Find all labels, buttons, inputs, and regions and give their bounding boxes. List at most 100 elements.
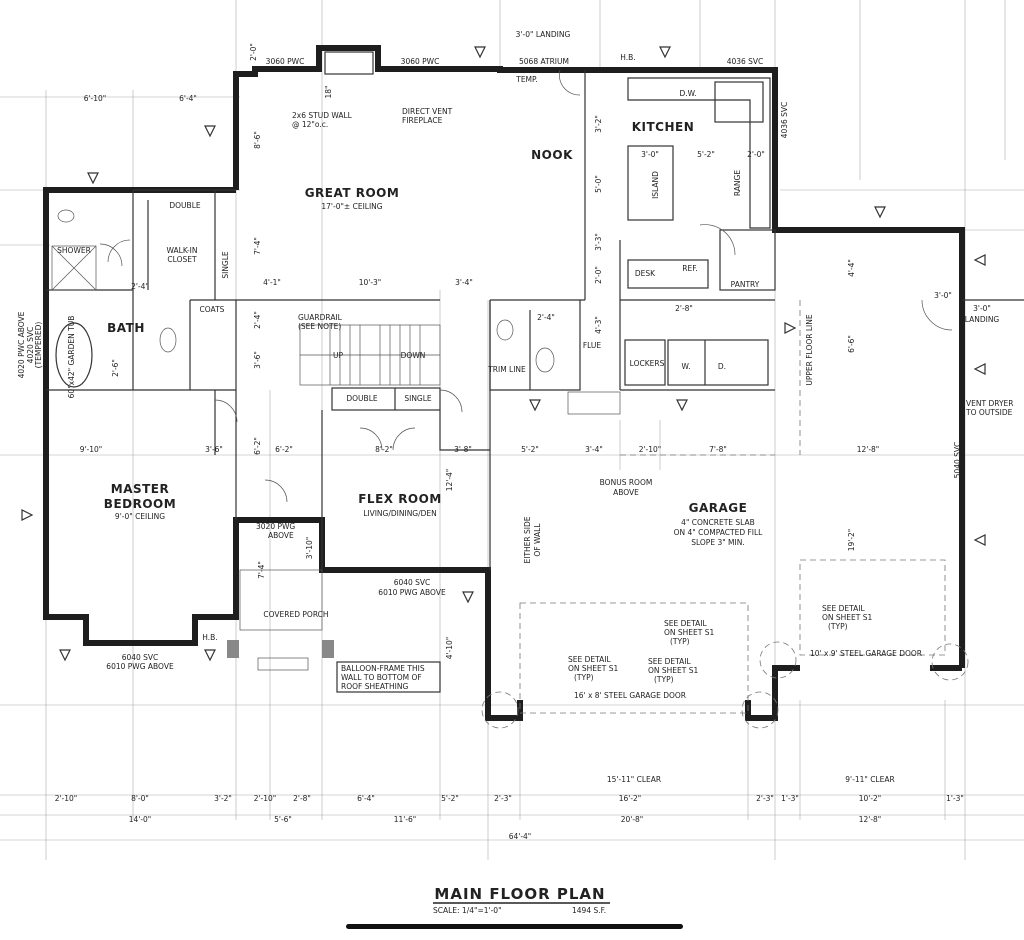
row1-dim-12: 1'-3" bbox=[946, 794, 964, 803]
covered-porch-label: COVERED PORCH bbox=[263, 610, 328, 619]
dimension-misc: 2'-0"18"3'-2"5'-0"3'-3"2'-0"4'-3"2'-4"2'… bbox=[111, 43, 952, 659]
see-detail-3-typ: (TYP) bbox=[670, 637, 690, 646]
hb-note-top: H.B. bbox=[620, 53, 635, 62]
pwc-left-note: 3060 PWC bbox=[266, 57, 305, 66]
master-label-1: MASTER bbox=[111, 482, 170, 496]
misc-dim-6: 4'-3" bbox=[594, 316, 603, 334]
pwc-right-note: 3060 PWC bbox=[401, 57, 440, 66]
row1-dim-8: 16'-2" bbox=[619, 794, 642, 803]
pwg-above-note: 3020 PWG bbox=[256, 522, 295, 531]
dim-top-6-10: 6'-10" bbox=[84, 94, 107, 103]
range-label: RANGE bbox=[733, 170, 742, 196]
balloon-note-2: WALL TO BOTTOM OF bbox=[341, 673, 422, 682]
see-detail-1: SEE DETAIL bbox=[568, 655, 611, 664]
pwc-4020-note: 4020 PWC ABOVE bbox=[17, 311, 26, 378]
row1-dim-6: 5'-2" bbox=[441, 794, 459, 803]
leftcol-dim-1: 7'-4" bbox=[253, 237, 262, 255]
flex-room-label: FLEX ROOM bbox=[358, 492, 442, 506]
misc-dim-13: 4'-10" bbox=[445, 637, 454, 660]
row1-dim-7: 2'-3" bbox=[494, 794, 512, 803]
row1-dim-11: 10'-2" bbox=[859, 794, 882, 803]
misc-dim-12: 12'-4" bbox=[445, 469, 454, 492]
midrow-dim-6: 3'-4" bbox=[585, 445, 603, 454]
great-room-ceiling: 17'-0"± CEILING bbox=[321, 202, 382, 211]
garage-note-1: 4" CONCRETE SLAB bbox=[681, 518, 755, 527]
stud-wall-note: 2x6 STUD WALL bbox=[292, 111, 353, 120]
row1-dim-1: 8'-0" bbox=[131, 794, 149, 803]
dimension-kitchen-row: 3'-0"5'-2"2'-0" bbox=[641, 150, 765, 159]
see-detail-4-typ: (TYP) bbox=[828, 622, 848, 631]
misc-dim-17: 2'-4" bbox=[131, 282, 149, 291]
misc-dim-11: 19'-2" bbox=[847, 529, 856, 552]
row1-dim-9: 2'-3" bbox=[756, 794, 774, 803]
svc-5040-note: 5040 SVC bbox=[953, 442, 962, 479]
row1-dim-2: 3'-2" bbox=[214, 794, 232, 803]
section-markers bbox=[21, 46, 986, 729]
row1-dim-5: 6'-4" bbox=[357, 794, 375, 803]
leftcol-dim-0: 8'-6" bbox=[253, 131, 262, 149]
balloon-note-1: BALLOON-FRAME THIS bbox=[341, 664, 425, 673]
greatrow-dim-1: 10'-3" bbox=[359, 278, 382, 287]
dw-label: D.W. bbox=[679, 89, 696, 98]
misc-dim-5: 2'-0" bbox=[594, 266, 603, 284]
garage-label: GARAGE bbox=[689, 501, 748, 515]
dimension-row-1: 2'-10"8'-0"3'-2"2'-10"2'-8"6'-4"5'-2"2'-… bbox=[55, 794, 964, 803]
leftcol-dim-4: 6'-2" bbox=[253, 437, 262, 455]
svc-6040-b-note: 6040 SVC bbox=[394, 578, 431, 587]
kitrow-dim-2: 2'-0" bbox=[747, 150, 765, 159]
dimension-great-row: 4'-1"10'-3"3'-4" bbox=[263, 278, 473, 287]
either-side-1: EITHER SIDE bbox=[523, 516, 532, 563]
see-detail-2: SEE DETAIL bbox=[648, 657, 691, 666]
shower-label: SHOWER bbox=[57, 246, 91, 255]
misc-dim-2: 3'-2" bbox=[594, 115, 603, 133]
misc-dim-15: 3'-10" bbox=[305, 537, 314, 560]
washer-label: W. bbox=[682, 362, 691, 371]
misc-dim-8: 2'-8" bbox=[675, 304, 693, 313]
misc-dim-3: 5'-0" bbox=[594, 175, 603, 193]
kitrow-dim-1: 5'-2" bbox=[697, 150, 715, 159]
midrow-dim-4: 3'-8" bbox=[454, 445, 472, 454]
misc-dim-18: 3'-0" bbox=[934, 291, 952, 300]
see-detail-3-sheet: ON SHEET S1 bbox=[664, 628, 715, 637]
either-side-2: OF WALL bbox=[533, 523, 542, 557]
midrow-dim-0: 9'-10" bbox=[80, 445, 103, 454]
vent-dryer-2: TO OUTSIDE bbox=[965, 408, 1013, 417]
master-label-2: BEDROOM bbox=[104, 497, 176, 511]
see-detail-4-sheet: ON SHEET S1 bbox=[822, 613, 873, 622]
svc-4020-note: 4020 SVC bbox=[26, 327, 35, 364]
atrium-note: 5068 ATRIUM bbox=[519, 57, 569, 66]
balloon-note-3: ROOF SHEATHING bbox=[341, 682, 408, 691]
stair-up-label: UP bbox=[333, 351, 343, 360]
svc-4036-top: 4036 SVC bbox=[727, 57, 764, 66]
dimension-mid-row: 9'-10"3'-6"6'-2"8'-2"3'-8"5'-2"3'-4"2'-1… bbox=[80, 445, 880, 454]
midrow-dim-3: 8'-2" bbox=[375, 445, 393, 454]
midrow-dim-9: 12'-8" bbox=[857, 445, 880, 454]
clear-big: 15'-11" CLEAR bbox=[607, 775, 661, 784]
row1-dim-10: 1'-3" bbox=[781, 794, 799, 803]
greatrow-dim-0: 4'-1" bbox=[263, 278, 281, 287]
midrow-dim-7: 2'-10" bbox=[639, 445, 662, 454]
misc-dim-1: 18" bbox=[324, 86, 333, 99]
dryer-label: D. bbox=[718, 362, 726, 371]
guardrail-note: GUARDRAIL bbox=[298, 313, 343, 322]
row2-dim-2: 11'-6" bbox=[394, 815, 417, 824]
single-label-closet: SINGLE bbox=[221, 251, 230, 279]
walk-in-1: WALK-IN bbox=[167, 246, 198, 255]
dimension-row-2: 14'-0"5'-6"11'-6"20'-8"12'-8" bbox=[129, 815, 882, 824]
row1-dim-0: 2'-10" bbox=[55, 794, 78, 803]
row2-dim-1: 5'-6" bbox=[274, 815, 292, 824]
home-indicator[interactable] bbox=[346, 924, 683, 929]
garage-note-2: ON 4" COMPACTED FILL bbox=[674, 528, 764, 537]
hb-note-porch: H.B. bbox=[202, 633, 217, 642]
pwg-6010-b-note: 6010 PWG ABOVE bbox=[378, 588, 446, 597]
misc-dim-0: 2'-0" bbox=[249, 43, 258, 61]
see-detail-1-typ: (TYP) bbox=[574, 673, 594, 682]
see-detail-1-sheet: ON SHEET S1 bbox=[568, 664, 619, 673]
svc-4036-side: 4036 SVC bbox=[780, 102, 789, 139]
walls bbox=[43, 45, 1024, 721]
see-detail-2-typ: (TYP) bbox=[654, 675, 674, 684]
double-label-closet: DOUBLE bbox=[169, 201, 200, 210]
double-label-stair: DOUBLE bbox=[346, 394, 377, 403]
see-detail-3: SEE DETAIL bbox=[664, 619, 707, 628]
